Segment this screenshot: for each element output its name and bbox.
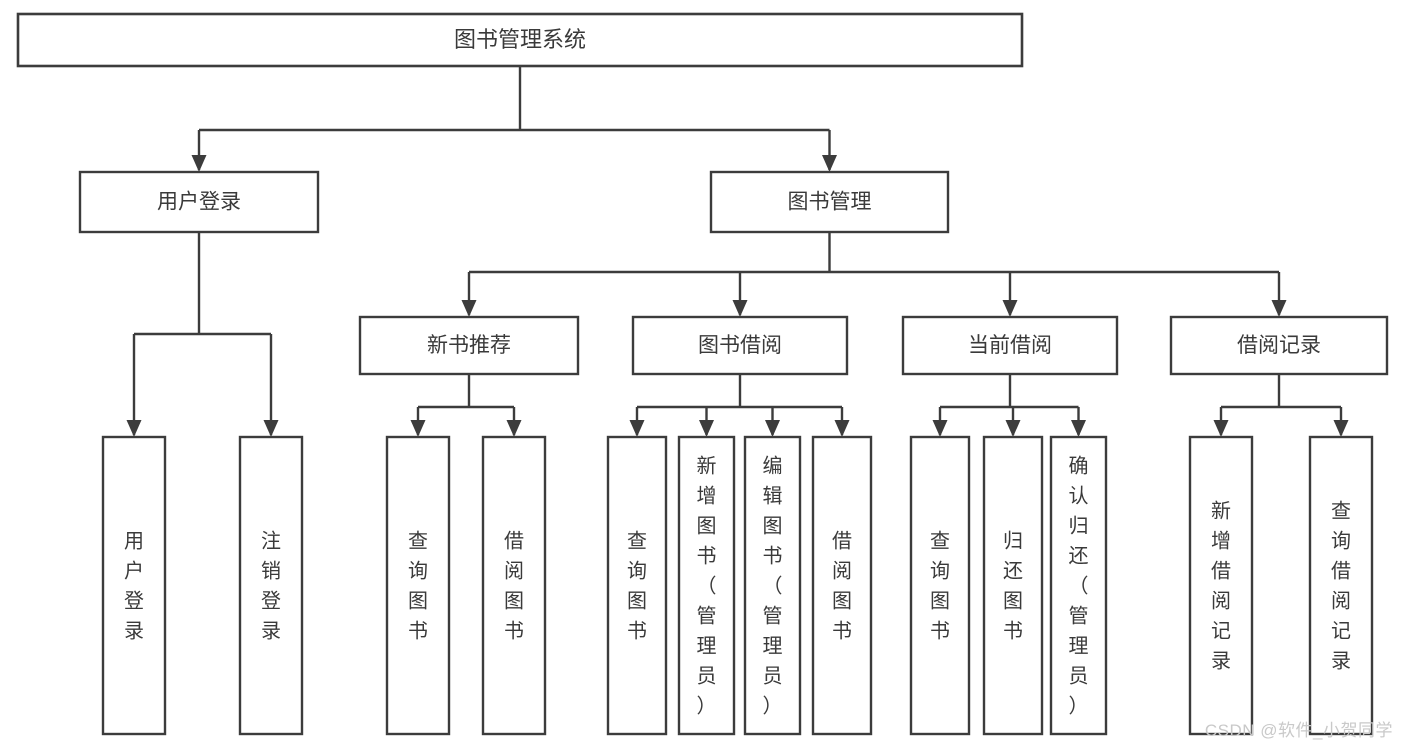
arrow-head-icon — [191, 155, 207, 172]
level3-node-2[interactable]: 图书借阅 — [631, 315, 849, 376]
leaf-label: 查询借阅记录 — [1331, 500, 1351, 673]
arrow-head-icon — [1002, 300, 1018, 317]
leaf-rect[interactable] — [481, 435, 547, 736]
leaf-rect[interactable] — [1188, 435, 1254, 736]
node-label: 图书借阅 — [698, 334, 782, 357]
leaf-rect[interactable] — [238, 435, 304, 736]
leaf-rect[interactable] — [606, 435, 668, 736]
node-label: 借阅记录 — [1237, 334, 1321, 357]
leaf-node[interactable]: 新增图书（管理员） — [677, 435, 736, 736]
node-rect[interactable] — [901, 315, 1119, 376]
leaf-label: 归还图书 — [1003, 530, 1023, 643]
leaf-label: 借阅图书 — [504, 530, 524, 643]
root-node[interactable]: 图书管理系统 — [16, 12, 1024, 68]
arrow-head-icon — [765, 420, 780, 437]
leaf-label: 用户登录 — [124, 531, 144, 643]
leaf-rect[interactable] — [677, 435, 736, 736]
leaf-node[interactable]: 用户登录 — [101, 435, 167, 736]
leaf-label: 查询图书 — [627, 530, 647, 643]
leaf-rect[interactable] — [743, 435, 802, 736]
level2-node-2[interactable]: 图书管理 — [709, 170, 950, 234]
leaf-label: 查询图书 — [930, 530, 950, 643]
leaf-label: 新增图书（管理员） — [697, 455, 717, 718]
leaf-node[interactable]: 编辑图书（管理员） — [743, 435, 802, 736]
node-rect[interactable] — [631, 315, 849, 376]
leaf-rect[interactable] — [909, 435, 971, 736]
arrow-head-icon — [732, 300, 748, 317]
leaf-node[interactable]: 借阅图书 — [811, 435, 873, 736]
leaf-label: 注销登录 — [261, 530, 281, 643]
arrow-head-icon — [126, 420, 142, 437]
arrow-head-icon — [629, 420, 645, 437]
node-label: 图书管理系统 — [454, 27, 586, 52]
level3-node-1[interactable]: 新书推荐 — [358, 315, 580, 376]
connector-layer — [126, 66, 1349, 437]
leaf-node[interactable]: 新增借阅记录 — [1188, 435, 1254, 736]
leaf-rect[interactable] — [385, 435, 451, 736]
leaf-node[interactable]: 确认归还（管理员） — [1049, 435, 1108, 736]
arrow-head-icon — [506, 420, 522, 437]
arrow-head-icon — [461, 300, 477, 317]
leaf-node[interactable]: 查询借阅记录 — [1308, 435, 1374, 736]
leaf-label: 编辑图书（管理员） — [763, 455, 783, 718]
arrow-head-icon — [1271, 300, 1287, 317]
arrow-head-icon — [1213, 420, 1229, 437]
node-rect[interactable] — [16, 12, 1024, 68]
level2-node-1[interactable]: 用户登录 — [78, 170, 320, 234]
level3-node-4[interactable]: 借阅记录 — [1169, 315, 1389, 376]
leaf-rect[interactable] — [1308, 435, 1374, 736]
node-label: 新书推荐 — [427, 334, 511, 357]
leaf-label: 借阅图书 — [832, 530, 852, 643]
node-rect[interactable] — [709, 170, 950, 234]
arrow-head-icon — [1333, 420, 1349, 437]
node-rect[interactable] — [1169, 315, 1389, 376]
node-label: 用户登录 — [157, 191, 241, 214]
leaf-rect[interactable] — [101, 435, 167, 736]
leaf-label: 确认归还（管理员） — [1069, 455, 1089, 718]
leaf-rect[interactable] — [811, 435, 873, 736]
arrow-head-icon — [834, 420, 850, 437]
arrow-head-icon — [263, 420, 279, 437]
level3-node-3[interactable]: 当前借阅 — [901, 315, 1119, 376]
arrow-head-icon — [410, 420, 426, 437]
leaf-label: 查询图书 — [408, 530, 428, 643]
arrow-head-icon — [822, 155, 837, 172]
leaf-node[interactable]: 查询图书 — [606, 435, 668, 736]
leaf-node[interactable]: 归还图书 — [982, 435, 1044, 736]
node-label: 图书管理 — [788, 191, 872, 214]
node-rect[interactable] — [78, 170, 320, 234]
leaf-node[interactable]: 查询图书 — [385, 435, 451, 736]
arrow-head-icon — [1071, 420, 1086, 437]
leaf-rect[interactable] — [1049, 435, 1108, 736]
arrow-head-icon — [1005, 420, 1021, 437]
node-label: 当前借阅 — [968, 334, 1052, 357]
leaf-rect[interactable] — [982, 435, 1044, 736]
leaf-node[interactable]: 查询图书 — [909, 435, 971, 736]
node-rect[interactable] — [358, 315, 580, 376]
leaf-node[interactable]: 注销登录 — [238, 435, 304, 736]
arrow-head-icon — [932, 420, 948, 437]
leaf-node[interactable]: 借阅图书 — [481, 435, 547, 736]
node-layer: 图书管理系统用户登录图书管理新书推荐图书借阅当前借阅借阅记录用户登录注销登录查询… — [16, 12, 1389, 736]
leaf-label: 新增借阅记录 — [1211, 500, 1231, 673]
arrow-head-icon — [699, 420, 714, 437]
